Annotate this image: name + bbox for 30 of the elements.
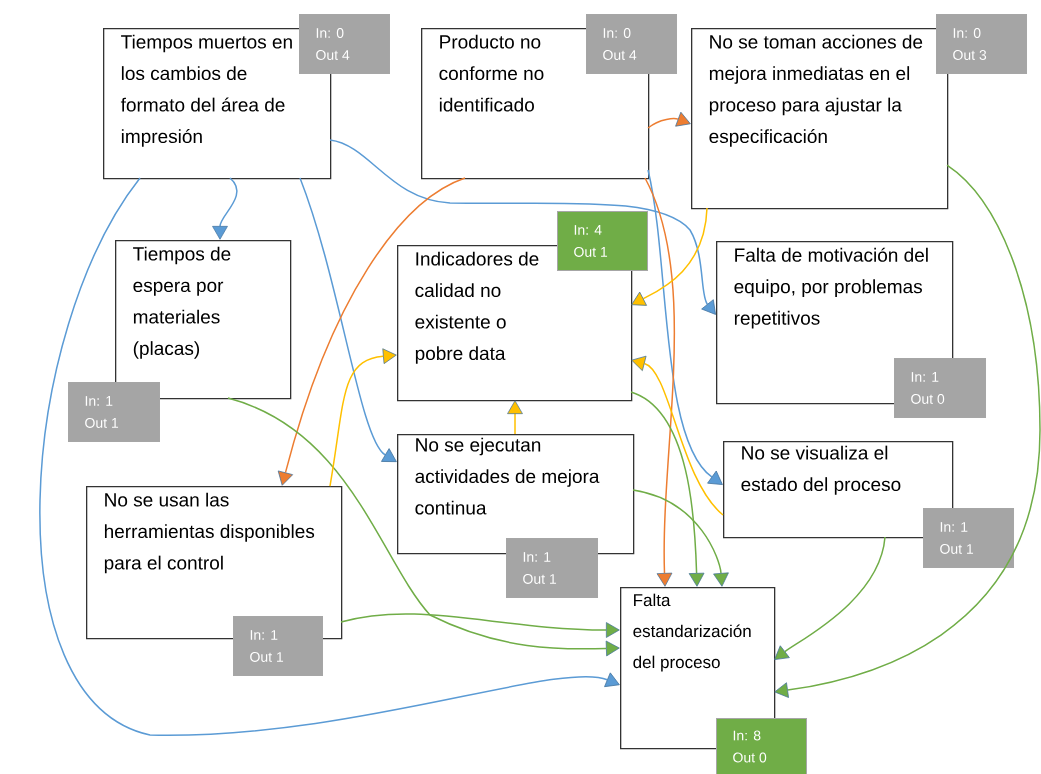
count-badge: In: 0 Out 3 <box>936 14 1027 74</box>
count-badge: In: 1 Out 1 <box>923 508 1014 568</box>
cause-box: Tiempos de espera por materiales (placas) <box>115 240 292 400</box>
arrow <box>647 169 723 485</box>
arrow <box>329 348 397 487</box>
arrow <box>630 391 705 587</box>
arrow <box>774 164 1041 698</box>
count-badge: In: 1 Out 1 <box>233 616 323 676</box>
count-badge: In: 8 Out 0 <box>716 718 807 774</box>
arrow <box>329 139 716 315</box>
count-badge: In: 1 Out 0 <box>894 358 986 418</box>
count-badge: In: 0 Out 4 <box>586 14 677 74</box>
cause-box: No se toman acciones de mejora inmediatas en el proceso para ajustar la especificación <box>691 28 949 210</box>
count-badge: In: 0 Out 4 <box>299 14 390 74</box>
count-badge: In: 1 Out 1 <box>506 538 598 598</box>
count-badge: In: 4 Out 1 <box>557 211 648 271</box>
arrow <box>39 177 620 736</box>
arrow <box>277 177 466 486</box>
arrow <box>212 177 238 240</box>
arrow <box>644 177 676 587</box>
arrow <box>631 355 724 516</box>
arrow <box>632 489 729 587</box>
arrow <box>299 177 397 462</box>
count-badge: In: 1 Out 1 <box>68 382 160 442</box>
arrow <box>631 207 708 306</box>
arrow <box>340 613 620 638</box>
arrow <box>774 536 886 660</box>
arrow <box>227 397 620 657</box>
arrow <box>507 400 523 435</box>
arrow <box>647 111 691 129</box>
